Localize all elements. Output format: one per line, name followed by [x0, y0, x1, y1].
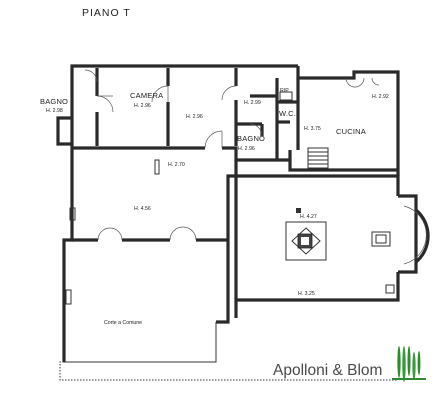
upper-door-swings [84, 69, 293, 149]
kitchen-stairs [307, 147, 329, 169]
height-room-mid: H. 2.96 [186, 114, 203, 120]
height-soggiorno-a: H. 4.27 [300, 214, 317, 220]
right-room-walls [234, 174, 430, 318]
logo-cypress-icon [392, 346, 426, 382]
kitchen-window [345, 77, 380, 88]
height-cucina-a: H. 3.75 [304, 126, 321, 132]
height-salone: H. 4.56 [134, 206, 151, 212]
height-camera: H. 2.96 [134, 103, 151, 109]
right-room-fixture [385, 284, 395, 294]
room-label-cucina: CUCINA [336, 127, 366, 136]
logo-text: Apolloni & Blom [273, 362, 382, 379]
height-bagno-left: H. 2.98 [46, 108, 63, 114]
height-cucina-b: H. 2.92 [372, 94, 389, 100]
fireplace [371, 231, 391, 247]
label-corte: Corte a Comune [104, 320, 142, 326]
height-corridor: H. 2.70 [168, 162, 185, 168]
room-label-bagno-left: BAGNO [40, 97, 68, 106]
height-bagno-mid: H. 2.96 [238, 146, 255, 152]
salone-doors [65, 159, 197, 305]
room-label-wc: W.C. [279, 109, 296, 118]
kitchen-block-walls [277, 78, 398, 172]
height-soggiorno-b: H. 3.25 [298, 291, 315, 297]
room-label-bagno-mid: BAGNO [237, 134, 265, 143]
corte-outline [59, 322, 398, 381]
central-walls [62, 148, 238, 362]
room-label-camera: CAMERA [130, 91, 163, 100]
floor-title: PIANO T [82, 7, 131, 19]
height-room-small: H. 2.99 [244, 100, 261, 106]
room-label-rip: RIP [280, 88, 289, 94]
central-pillar [285, 208, 327, 261]
